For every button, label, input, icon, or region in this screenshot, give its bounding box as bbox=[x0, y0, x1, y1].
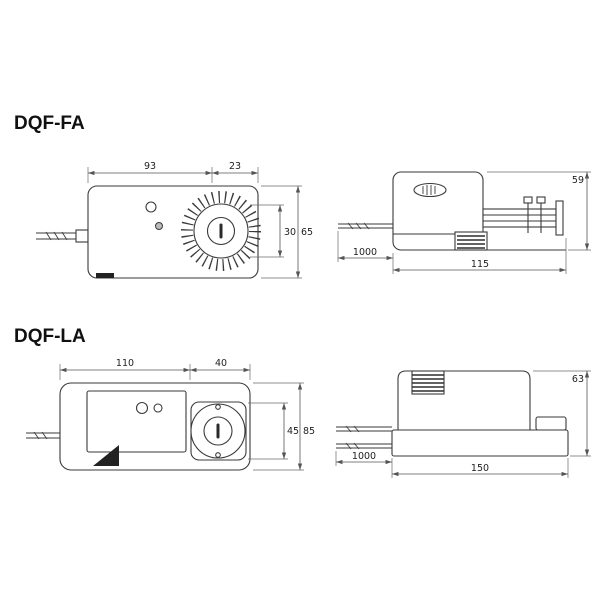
dim-total-height: 65 bbox=[301, 227, 313, 238]
button-hole bbox=[153, 403, 163, 413]
shaft-clamp bbox=[482, 196, 564, 236]
indicator-hole bbox=[135, 401, 149, 415]
screw bbox=[215, 452, 221, 458]
cable bbox=[336, 442, 392, 450]
fa-side-dimensions: 1000 115 59 bbox=[337, 171, 591, 274]
fa-front-right-dimensions: 30 65 bbox=[250, 185, 313, 279]
rotary-hub bbox=[190, 401, 247, 461]
la-side-dimensions: 1000 150 63 bbox=[335, 370, 591, 478]
la-front-top-dimensions: 110 40 bbox=[59, 358, 251, 380]
screw bbox=[215, 404, 221, 410]
clamp-nut bbox=[523, 196, 533, 204]
dqf-fa-side-view: 1000 115 59 bbox=[337, 171, 591, 274]
button-hole bbox=[155, 222, 163, 230]
la-front-right-dimensions: 45 85 bbox=[248, 382, 315, 471]
dim-body-length: 150 bbox=[471, 463, 489, 474]
dim-width-knob: 40 bbox=[215, 358, 227, 369]
dim-knob-height: 30 bbox=[284, 227, 296, 238]
dqf-fa-section: DQF-FA bbox=[14, 113, 591, 279]
dim-width-main: 110 bbox=[116, 358, 134, 369]
dim-body-height: 59 bbox=[572, 175, 584, 186]
cable bbox=[36, 229, 89, 243]
cable bbox=[26, 431, 60, 440]
corner-triangle bbox=[93, 445, 119, 466]
dim-cable-length: 1000 bbox=[353, 247, 377, 258]
cable-gland bbox=[75, 229, 89, 243]
dqf-la-title: DQF-LA bbox=[14, 326, 86, 347]
dim-cable-length: 1000 bbox=[352, 451, 376, 462]
dqf-fa-title: DQF-FA bbox=[14, 113, 85, 134]
dqf-la-front-view: 110 40 45 85 bbox=[26, 358, 315, 471]
clamp-nut bbox=[536, 196, 546, 204]
dim-width-main: 93 bbox=[144, 161, 156, 172]
dim-knob-height: 45 bbox=[287, 426, 299, 437]
bottom-notch bbox=[96, 273, 114, 278]
dial-tick-ring bbox=[181, 191, 261, 271]
indicator-hole bbox=[145, 201, 157, 213]
dqf-la-section: DQF-LA bbox=[14, 326, 591, 478]
thumbwheel bbox=[413, 182, 447, 198]
dim-body-length: 115 bbox=[471, 259, 489, 270]
base-plate bbox=[391, 429, 569, 457]
dim-total-height: 85 bbox=[303, 426, 315, 437]
cable bbox=[338, 222, 393, 230]
fa-front-top-dimensions: 93 23 bbox=[87, 161, 259, 183]
grille bbox=[411, 370, 445, 395]
dqf-la-side-view: 1000 150 63 bbox=[335, 370, 591, 478]
dim-width-knob: 23 bbox=[229, 161, 241, 172]
dim-body-height: 63 bbox=[572, 374, 584, 385]
vent-block bbox=[454, 231, 488, 251]
dqf-fa-front-view: 93 23 30 65 bbox=[36, 161, 313, 279]
end-plate bbox=[555, 200, 564, 236]
cable bbox=[336, 425, 392, 433]
right-box bbox=[535, 416, 567, 431]
rotary-dial bbox=[181, 191, 261, 271]
front-panel bbox=[86, 390, 187, 453]
